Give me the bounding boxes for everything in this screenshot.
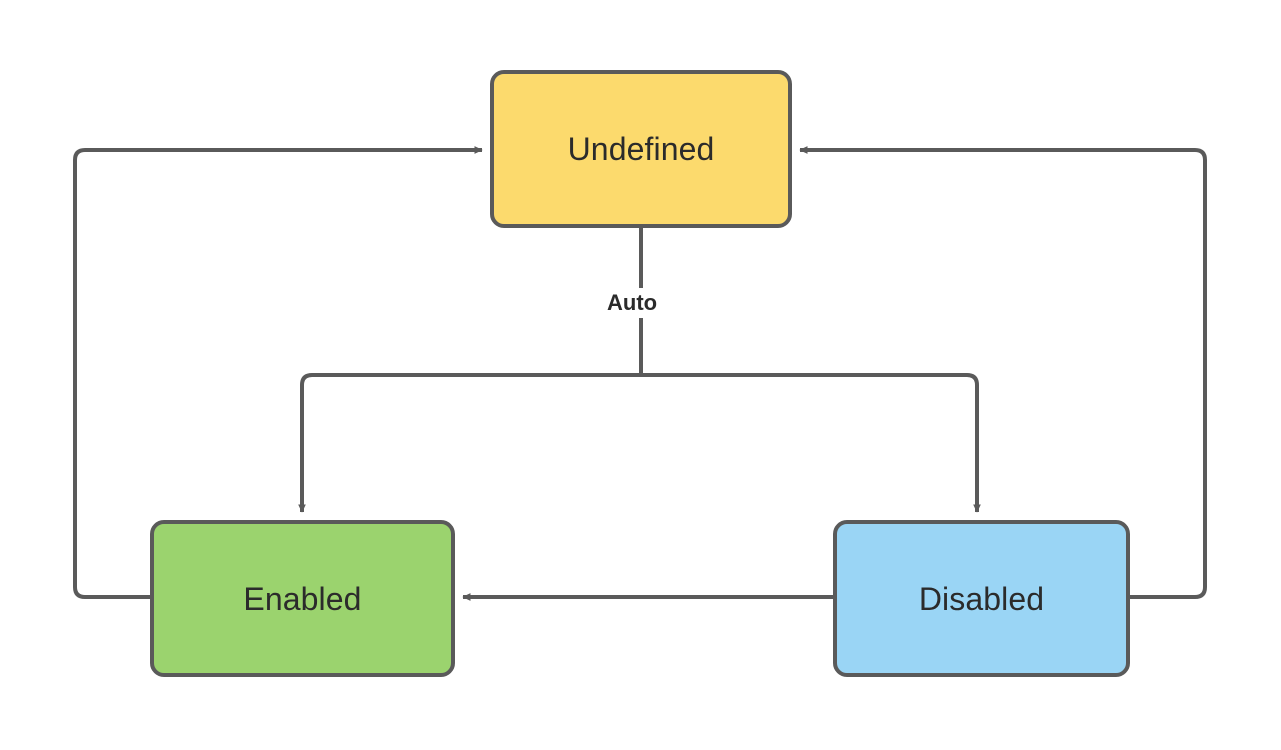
edge-split-to-enabled xyxy=(298,373,641,513)
state-node-enabled-label: Enabled xyxy=(243,580,362,617)
edge-split-to-disabled xyxy=(641,373,981,513)
state-node-disabled-label: Disabled xyxy=(918,580,1045,617)
edge-disabled-to-undefined xyxy=(799,146,1207,599)
edge-enabled-to-undefined xyxy=(73,146,483,599)
edge-label-auto: Auto xyxy=(598,288,667,318)
state-node-undefined[interactable]: Undefined xyxy=(490,70,792,228)
state-node-enabled[interactable]: Enabled xyxy=(150,520,455,677)
state-node-undefined-label: Undefined xyxy=(567,131,715,167)
state-node-disabled[interactable]: Disabled xyxy=(833,520,1130,677)
